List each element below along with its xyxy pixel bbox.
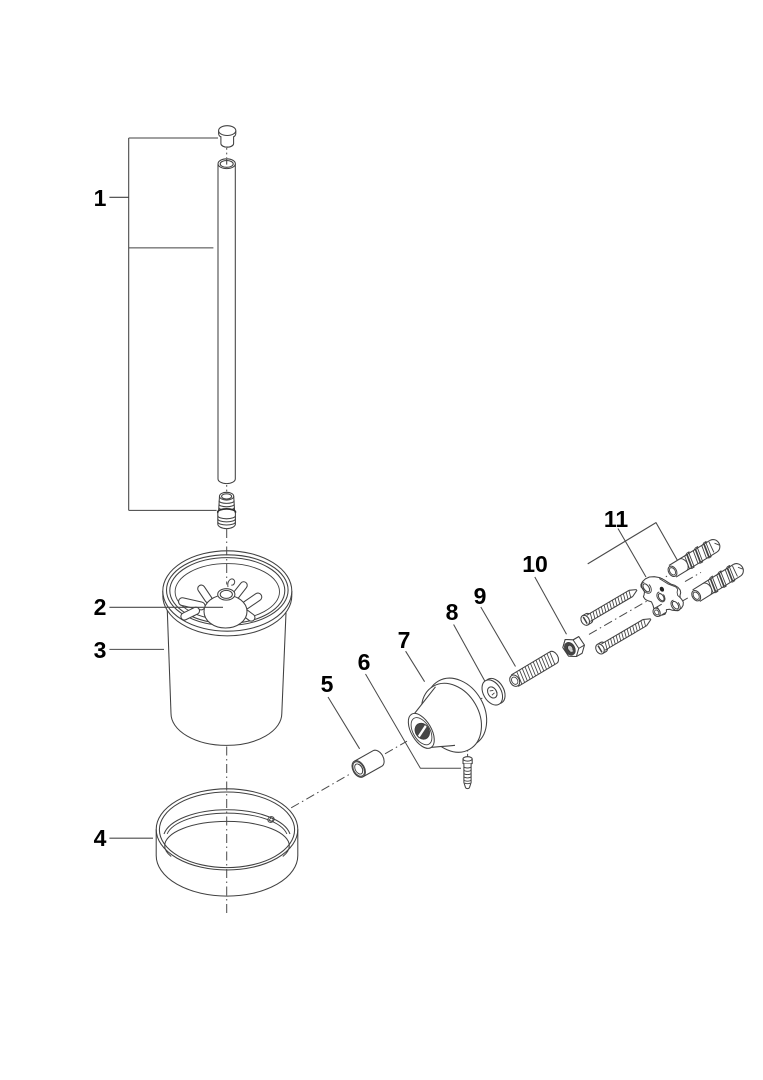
svg-text:2: 2 — [94, 594, 107, 620]
svg-text:4: 4 — [94, 825, 107, 851]
svg-text:5: 5 — [321, 671, 334, 697]
svg-text:9: 9 — [474, 583, 487, 609]
svg-text:10: 10 — [522, 551, 548, 577]
svg-text:8: 8 — [446, 599, 459, 625]
svg-text:7: 7 — [398, 627, 411, 653]
svg-text:11: 11 — [604, 506, 629, 532]
svg-text:6: 6 — [358, 649, 371, 675]
svg-text:3: 3 — [94, 637, 107, 663]
svg-text:1: 1 — [94, 185, 107, 211]
